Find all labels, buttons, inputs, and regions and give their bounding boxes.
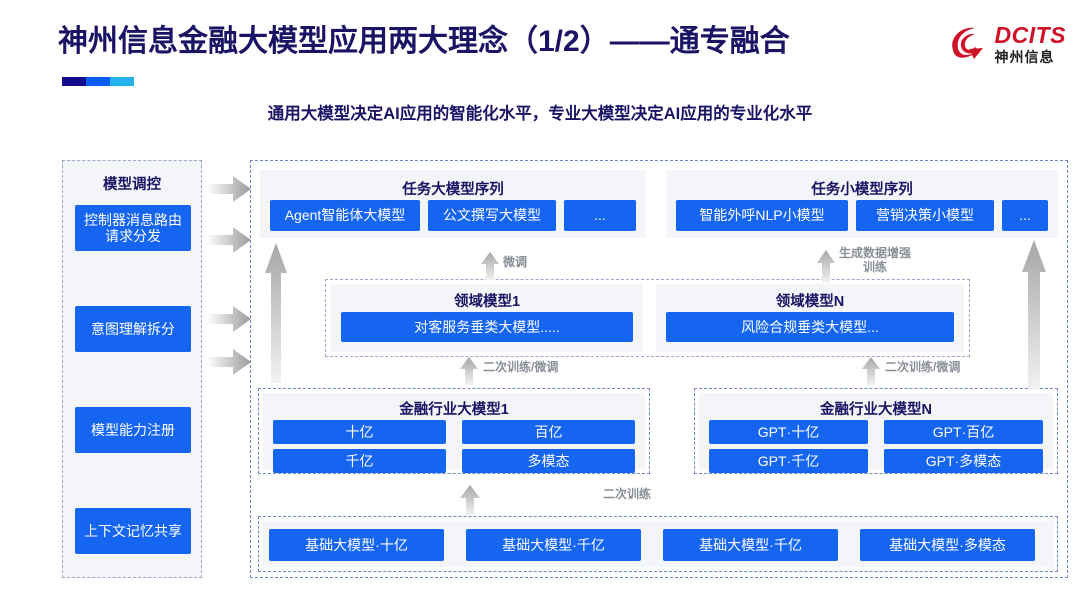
base-models-container: 基础大模型·十亿 基础大模型·千亿 基础大模型·千亿 基础大模型·多模态 [258,516,1058,572]
sidebar-item-controller-routing[interactable]: 控制器消息路由请求分发 [75,205,191,251]
flow-arrow-up-icon-second-training [460,485,480,515]
domain-models-container: 领域模型1 对客服务垂类大模型..... 领域模型N 风险合规垂类大模型... [325,279,970,357]
industry-n-cell-gpt-qianyi[interactable]: GPT·千亿 [709,449,868,473]
domain-model-n-panel: 领域模型N 风险合规垂类大模型... [656,284,964,352]
model-chip-marketing-decision[interactable]: 营销决策小模型 [856,200,994,231]
accent-bar [62,77,134,86]
industry-n-cell-gpt-multimodal[interactable]: GPT·多模态 [884,449,1043,473]
model-chip-more-large[interactable]: ... [564,200,636,231]
task-large-model-sequence-panel: 任务大模型序列 Agent智能体大模型 公文撰写大模型 ... [260,170,646,238]
base-model-chip-1[interactable]: 基础大模型·十亿 [269,529,444,561]
model-chip-more-small[interactable]: ... [1002,200,1048,231]
architecture-container [250,160,1068,578]
task-large-model-sequence-title: 任务大模型序列 [402,182,504,198]
flow-arrow-right-icon-4 [207,349,251,375]
arrow-label-retrain-right: 二次训练/微调 [885,360,961,374]
industry-n-cell-gpt-baiyi[interactable]: GPT·百亿 [884,420,1043,444]
industry-model-1-container: 金融行业大模型1 十亿 百亿 千亿 多模态 [258,388,650,474]
model-chip-document-writing[interactable]: 公文撰写大模型 [428,200,556,231]
sidebar-item-intent-parsing[interactable]: 意图理解拆分 [75,306,191,352]
model-control-sidebar: 模型调控 控制器消息路由请求分发 意图理解拆分 模型能力注册 上下文记忆共享 [62,160,202,578]
accent-segment-1 [62,77,86,86]
company-logo: DCITS 神州信息 [947,18,1067,70]
model-chip-outbound-nlp[interactable]: 智能外呼NLP小模型 [676,200,848,231]
page-subtitle: 通用大模型决定AI应用的智能化水平，专业大模型决定AI应用的专业化水平 [267,105,813,123]
sidebar-item-capability-registry[interactable]: 模型能力注册 [75,407,191,453]
page-title: 神州信息金融大模型应用两大理念（1/2）——通专融合 [58,25,790,58]
base-model-chip-4[interactable]: 基础大模型·多模态 [860,529,1035,561]
industry-1-cell-qianyi[interactable]: 千亿 [273,449,446,473]
industry-n-cell-gpt-shiyi[interactable]: GPT·十亿 [709,420,868,444]
domain-model-n-title: 领域模型N [775,294,845,310]
domain-model-1-panel: 领域模型1 对客服务垂类大模型..... [331,284,643,352]
logo-text: DCITS 神州信息 [994,22,1067,65]
model-chip-agent[interactable]: Agent智能体大模型 [270,200,420,231]
base-model-chip-3[interactable]: 基础大模型·千亿 [663,529,838,561]
industry-1-cell-baiyi[interactable]: 百亿 [462,420,635,444]
industry-model-1-title: 金融行业大模型1 [399,402,509,418]
flow-arrow-up-icon-data-augment [817,250,835,282]
accent-segment-3 [110,77,134,86]
industry-model-n-title: 金融行业大模型N [820,402,932,418]
base-model-chip-2[interactable]: 基础大模型·千亿 [466,529,641,561]
task-small-model-sequence-title: 任务小模型序列 [811,182,913,198]
accent-segment-2 [86,77,110,86]
arrow-label-data-augment: 生成数据增强 训练 [839,246,912,274]
flow-arrow-up-icon-industry1-to-task [265,243,287,383]
logo-en-label: DCITS [994,22,1066,48]
flow-arrow-right-icon-3 [207,306,251,332]
flow-arrow-up-icon-retrain-left [460,357,478,385]
industry-1-cell-multimodal[interactable]: 多模态 [462,449,635,473]
domain-model-n-chip[interactable]: 风险合规垂类大模型... [666,312,954,342]
flow-arrow-right-icon-1 [207,176,251,202]
arrow-label-retrain-left: 二次训练/微调 [483,360,559,374]
flow-arrow-right-icon-2 [207,227,251,253]
arrow-label-fine-tune: 微调 [503,255,528,269]
flow-arrow-up-icon-industryn-to-task [1022,240,1046,390]
dcits-swirl-icon [947,24,989,64]
flow-arrow-up-icon-fine-tune [481,252,499,280]
flow-arrow-up-icon-retrain-right [862,357,880,385]
domain-model-1-chip[interactable]: 对客服务垂类大模型..... [341,312,633,342]
task-small-model-sequence-panel: 任务小模型序列 智能外呼NLP小模型 营销决策小模型 ... [666,170,1058,238]
arrow-label-second-training: 二次训练 [603,487,652,501]
sidebar-item-context-memory[interactable]: 上下文记忆共享 [75,508,191,554]
industry-1-cell-shiyi[interactable]: 十亿 [273,420,446,444]
domain-model-1-title: 领域模型1 [453,294,521,310]
logo-cn-label: 神州信息 [994,49,1055,65]
industry-model-n-container: 金融行业大模型N GPT·十亿 GPT·百亿 GPT·千亿 GPT·多模态 [694,388,1058,474]
sidebar-title: 模型调控 [103,177,161,193]
